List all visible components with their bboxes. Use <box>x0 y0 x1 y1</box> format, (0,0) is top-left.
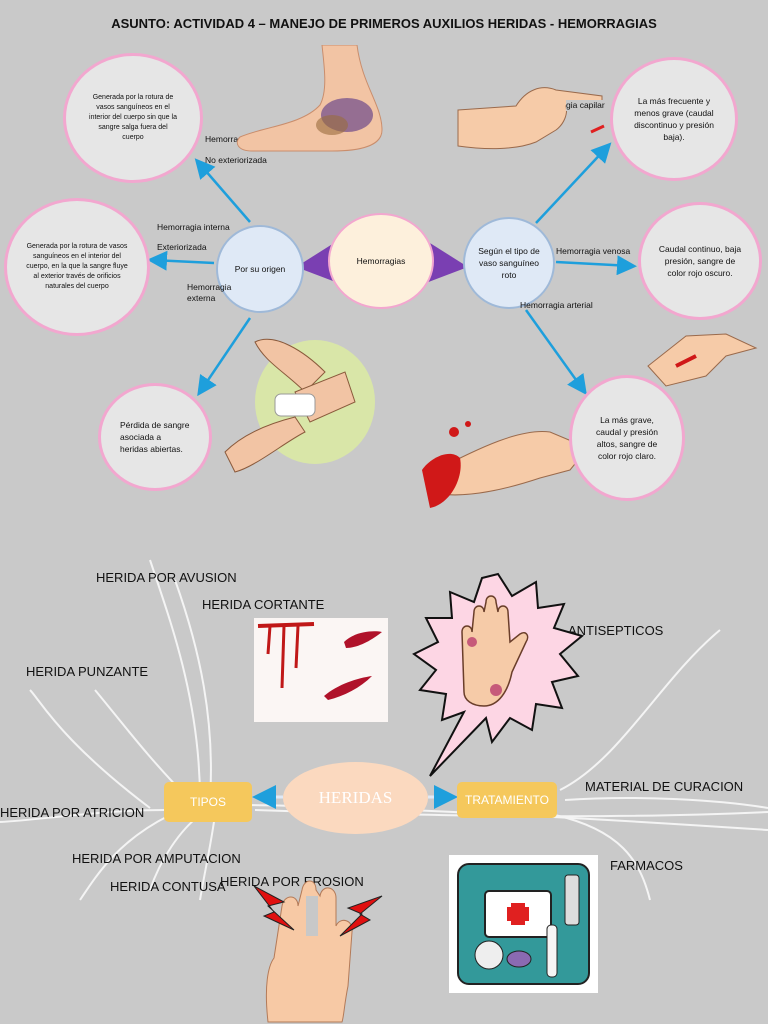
externa-description: Pérdida de sangre asociada a heridas abi… <box>98 383 212 491</box>
venosa-label: Hemorragia venosa <box>556 246 631 256</box>
page-title: ASUNTO: ACTIVIDAD 4 – MANEJO DE PRIMEROS… <box>111 16 657 31</box>
hemorragias-center-node: Hemorragias <box>328 213 434 309</box>
no-exteriorizada-label-b: No exteriorizada <box>205 155 267 165</box>
finger-erosion-illustration <box>244 866 392 1024</box>
arrow-capillary <box>535 142 612 224</box>
arrow-origin <box>296 243 338 283</box>
arrow-external <box>197 317 252 397</box>
bruised-foot-illustration <box>232 45 392 157</box>
first-aid-kit-illustration <box>449 855 598 993</box>
branch-atricion: HERIDA POR ATRICION <box>0 805 145 820</box>
no-exteriorizada-label-a: Hemorragia <box>205 134 250 144</box>
venosa-description: Caudal continuo, baja presión, sangre de… <box>638 202 762 320</box>
por-su-origen-node: Por su origen <box>216 225 304 313</box>
branch-cortante: HERIDA CORTANTE <box>202 597 325 612</box>
branch-avusion: HERIDA POR AVUSION <box>96 570 237 585</box>
heridas-center-node: HERIDAS <box>283 762 428 834</box>
arterial-label: Hemorragia arterial <box>520 300 593 310</box>
exteriorizada-label: Exteriorizada <box>157 242 207 252</box>
arrow-int-ext <box>147 250 215 271</box>
interna-exteriorizada-description: Generada por la rotura de vasos sanguíne… <box>4 198 150 336</box>
bleeding-hand-illustration <box>420 418 590 510</box>
branch-contusa: HERIDA CONTUSA <box>110 879 226 894</box>
wrist-cut-illustration <box>646 326 758 388</box>
capilar-description: La más frecuente y menos grave (caudal d… <box>610 57 738 181</box>
externa-label: Hemorragia externa <box>187 282 232 303</box>
arrow-venous <box>555 255 637 276</box>
cut-wound-illustration <box>254 618 388 722</box>
finger-cut-illustration <box>456 80 606 160</box>
tipos-node: TIPOS <box>164 782 252 822</box>
branch-farmacos: FARMACOS <box>610 858 683 873</box>
branch-antisepticos: ANTISEPTICOS <box>568 623 664 638</box>
capilar-label: gia capilar <box>566 100 605 111</box>
branch-material: MATERIAL DE CURACION <box>585 779 744 794</box>
arrow-vessel <box>426 243 468 283</box>
no-exteriorizada-description: Generada por la rotura de vasos sanguíne… <box>63 53 203 183</box>
branch-erosion: HERIDA POR EROSION <box>220 874 364 889</box>
arterial-description: La más grave, caudal y presión altos, sa… <box>569 375 685 501</box>
branch-punzante: HERIDA PUNZANTE <box>26 664 149 679</box>
tratamiento-node: TRATAMIENTO <box>457 782 557 818</box>
branch-amputacion: HERIDA POR AMPUTACION <box>72 851 241 866</box>
bandaging-arm-illustration <box>215 332 375 482</box>
tipo-de-vaso-node: Según el tipo de vaso sanguíneo roto <box>463 217 555 309</box>
arrow-no-ext <box>194 158 251 223</box>
arrow-arterial <box>524 309 587 396</box>
injured-hand-burst <box>412 572 584 778</box>
interna-label: Hemorragia interna <box>157 222 230 232</box>
